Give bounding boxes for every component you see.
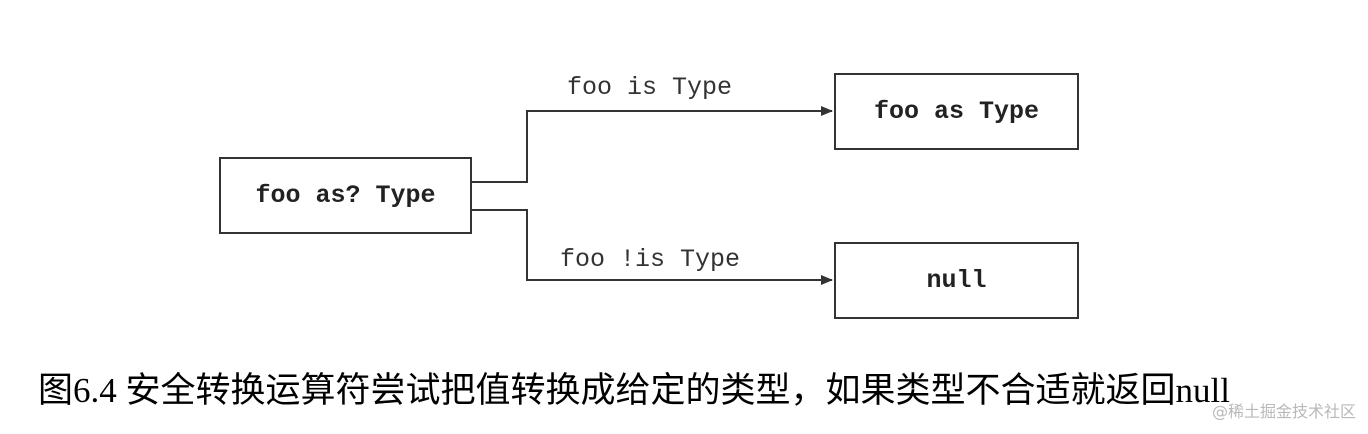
failure-node: null xyxy=(834,242,1079,319)
success-node: foo as Type xyxy=(834,73,1079,150)
success-node-label: foo as Type xyxy=(873,97,1040,126)
success-arrow xyxy=(472,106,833,183)
failure-edge-label: foo !is Type xyxy=(560,245,741,274)
failure-arrow xyxy=(472,209,833,285)
source-node: foo as? Type xyxy=(219,157,472,234)
source-node-label: foo as? Type xyxy=(255,181,436,210)
watermark: @稀土掘金技术社区 xyxy=(1211,402,1356,421)
figure-caption: 图6.4 安全转换运算符尝试把值转换成给定的类型，如果类型不合适就返回null xyxy=(38,371,1230,410)
success-edge-label: foo is Type xyxy=(567,73,733,102)
failure-node-label: null xyxy=(926,266,987,295)
